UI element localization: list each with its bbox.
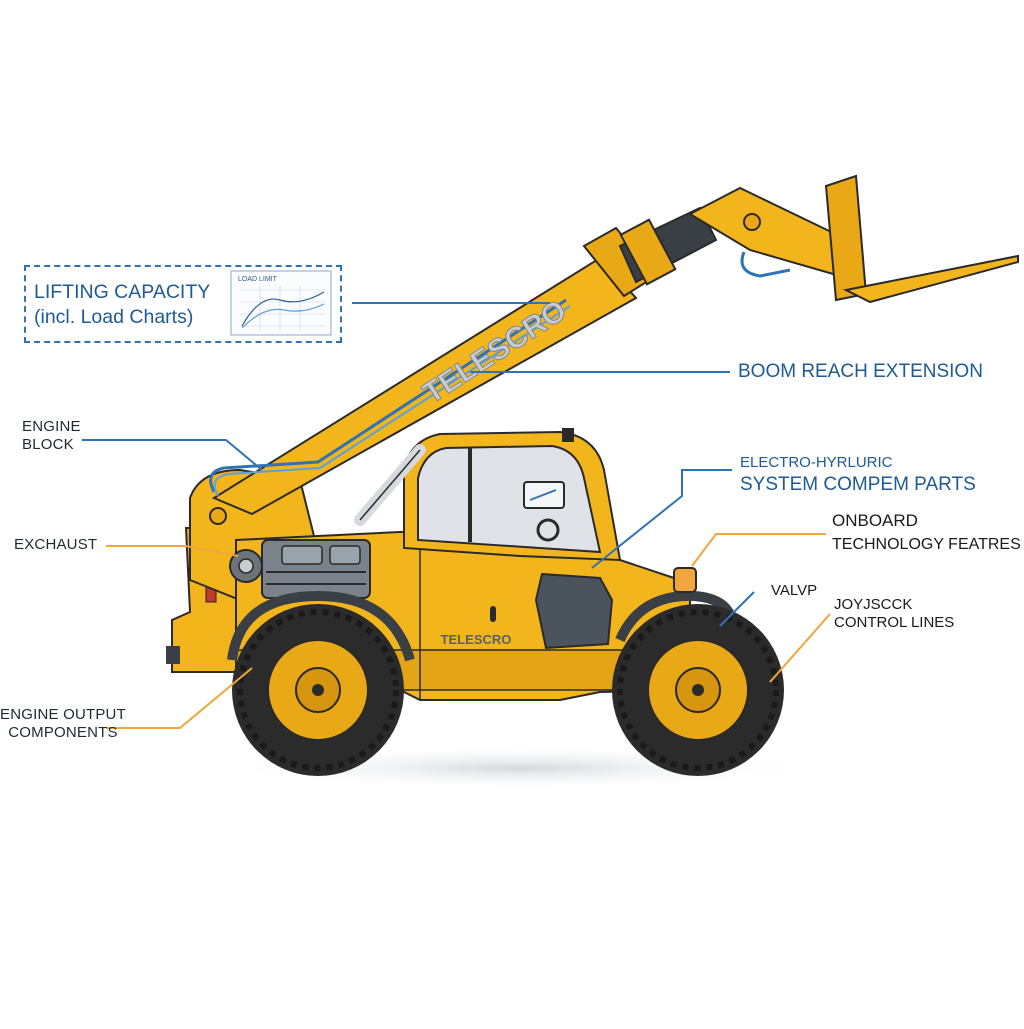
leader-exhaust <box>106 545 239 557</box>
leader-electro-hydraulic <box>591 469 732 569</box>
electro-hydraulic-line2: SYSTEM COMPEM PARTS <box>740 474 976 495</box>
boom-head <box>687 186 850 278</box>
joystick-line1: JOYJSCCK <box>834 596 913 613</box>
engine-output-line1: ENGINE OUTPUT <box>0 706 126 723</box>
leader-joystick <box>769 613 831 683</box>
electro-hydraulic-label: ELECTRO-HYRLURIC SYSTEM COMPEM PARTS <box>740 454 976 497</box>
engine-block-line2: BLOCK <box>22 436 74 453</box>
tow-hitch <box>166 646 180 664</box>
onboard-technology-line2: TECHNOLOGY FEATRES <box>832 536 1021 554</box>
load-chart-curve-1 <box>241 291 325 327</box>
engine-assembly <box>229 539 371 599</box>
load-chart-curve-2 <box>241 303 325 329</box>
valve-label: VALVP <box>771 582 818 599</box>
lifting-capacity-subtitle: (incl. Load Charts) <box>34 306 194 329</box>
lifting-capacity-title: LIFTING CAPACITY <box>34 281 211 303</box>
head-hoses <box>740 251 791 278</box>
joystick-line2: CONTROL LINES <box>834 614 955 631</box>
onboard-technology-label: ONBOARD TECHNOLOGY FEATRES <box>832 511 1021 555</box>
engine-block-line1: ENGINE <box>22 418 81 435</box>
fork-carriage <box>824 174 868 302</box>
leader-onboard-tech <box>691 533 826 567</box>
beacon-light <box>562 428 574 442</box>
leader-engine-output <box>106 667 253 729</box>
rear-fender <box>227 590 415 662</box>
boom-logo: TELESCRO <box>417 294 572 411</box>
engine-output-label: ENGINE OUTPUT COMPONENTS <box>0 706 126 742</box>
boom-inner-collar <box>619 218 677 286</box>
load-chart-thumbnail: LOAD LIMIT <box>230 270 332 336</box>
boom-pivot-pin <box>209 507 227 525</box>
front-wheel <box>612 604 784 776</box>
onboard-technology-line1: ONBOARD <box>832 511 918 530</box>
rear-wheel <box>232 604 404 776</box>
cab-window <box>417 444 602 554</box>
electro-hydraulic-line1: ELECTRO-HYRLURIC <box>740 454 893 471</box>
exhaust-label: EXCHAUST <box>14 536 98 553</box>
load-chart-title: LOAD LIMIT <box>238 276 278 283</box>
steering-wheel <box>536 518 560 542</box>
lifting-capacity-label: LIFTING CAPACITY (incl. Load Charts) <box>34 280 210 331</box>
engine-block-label: ENGINE BLOCK <box>22 418 81 454</box>
load-chart-grid <box>240 286 326 330</box>
body-logo: TELESCRO <box>441 632 512 647</box>
leader-valve <box>719 591 755 627</box>
boom-hydraulic-hoses <box>209 298 567 493</box>
lifting-capacity-callout-box <box>24 265 342 343</box>
front-light <box>673 567 697 593</box>
side-vent-panel <box>534 572 614 650</box>
leader-engine-block <box>82 439 263 471</box>
joystick-label: JOYJSCCK CONTROL LINES <box>834 596 954 632</box>
door-handle <box>490 606 496 622</box>
boom-reach-label: BOOM REACH EXTENSION <box>738 361 983 382</box>
engine-output-line2: COMPONENTS <box>8 724 118 741</box>
front-fender <box>615 590 737 643</box>
fork-tine <box>842 254 1019 304</box>
display-graphic <box>529 489 557 501</box>
